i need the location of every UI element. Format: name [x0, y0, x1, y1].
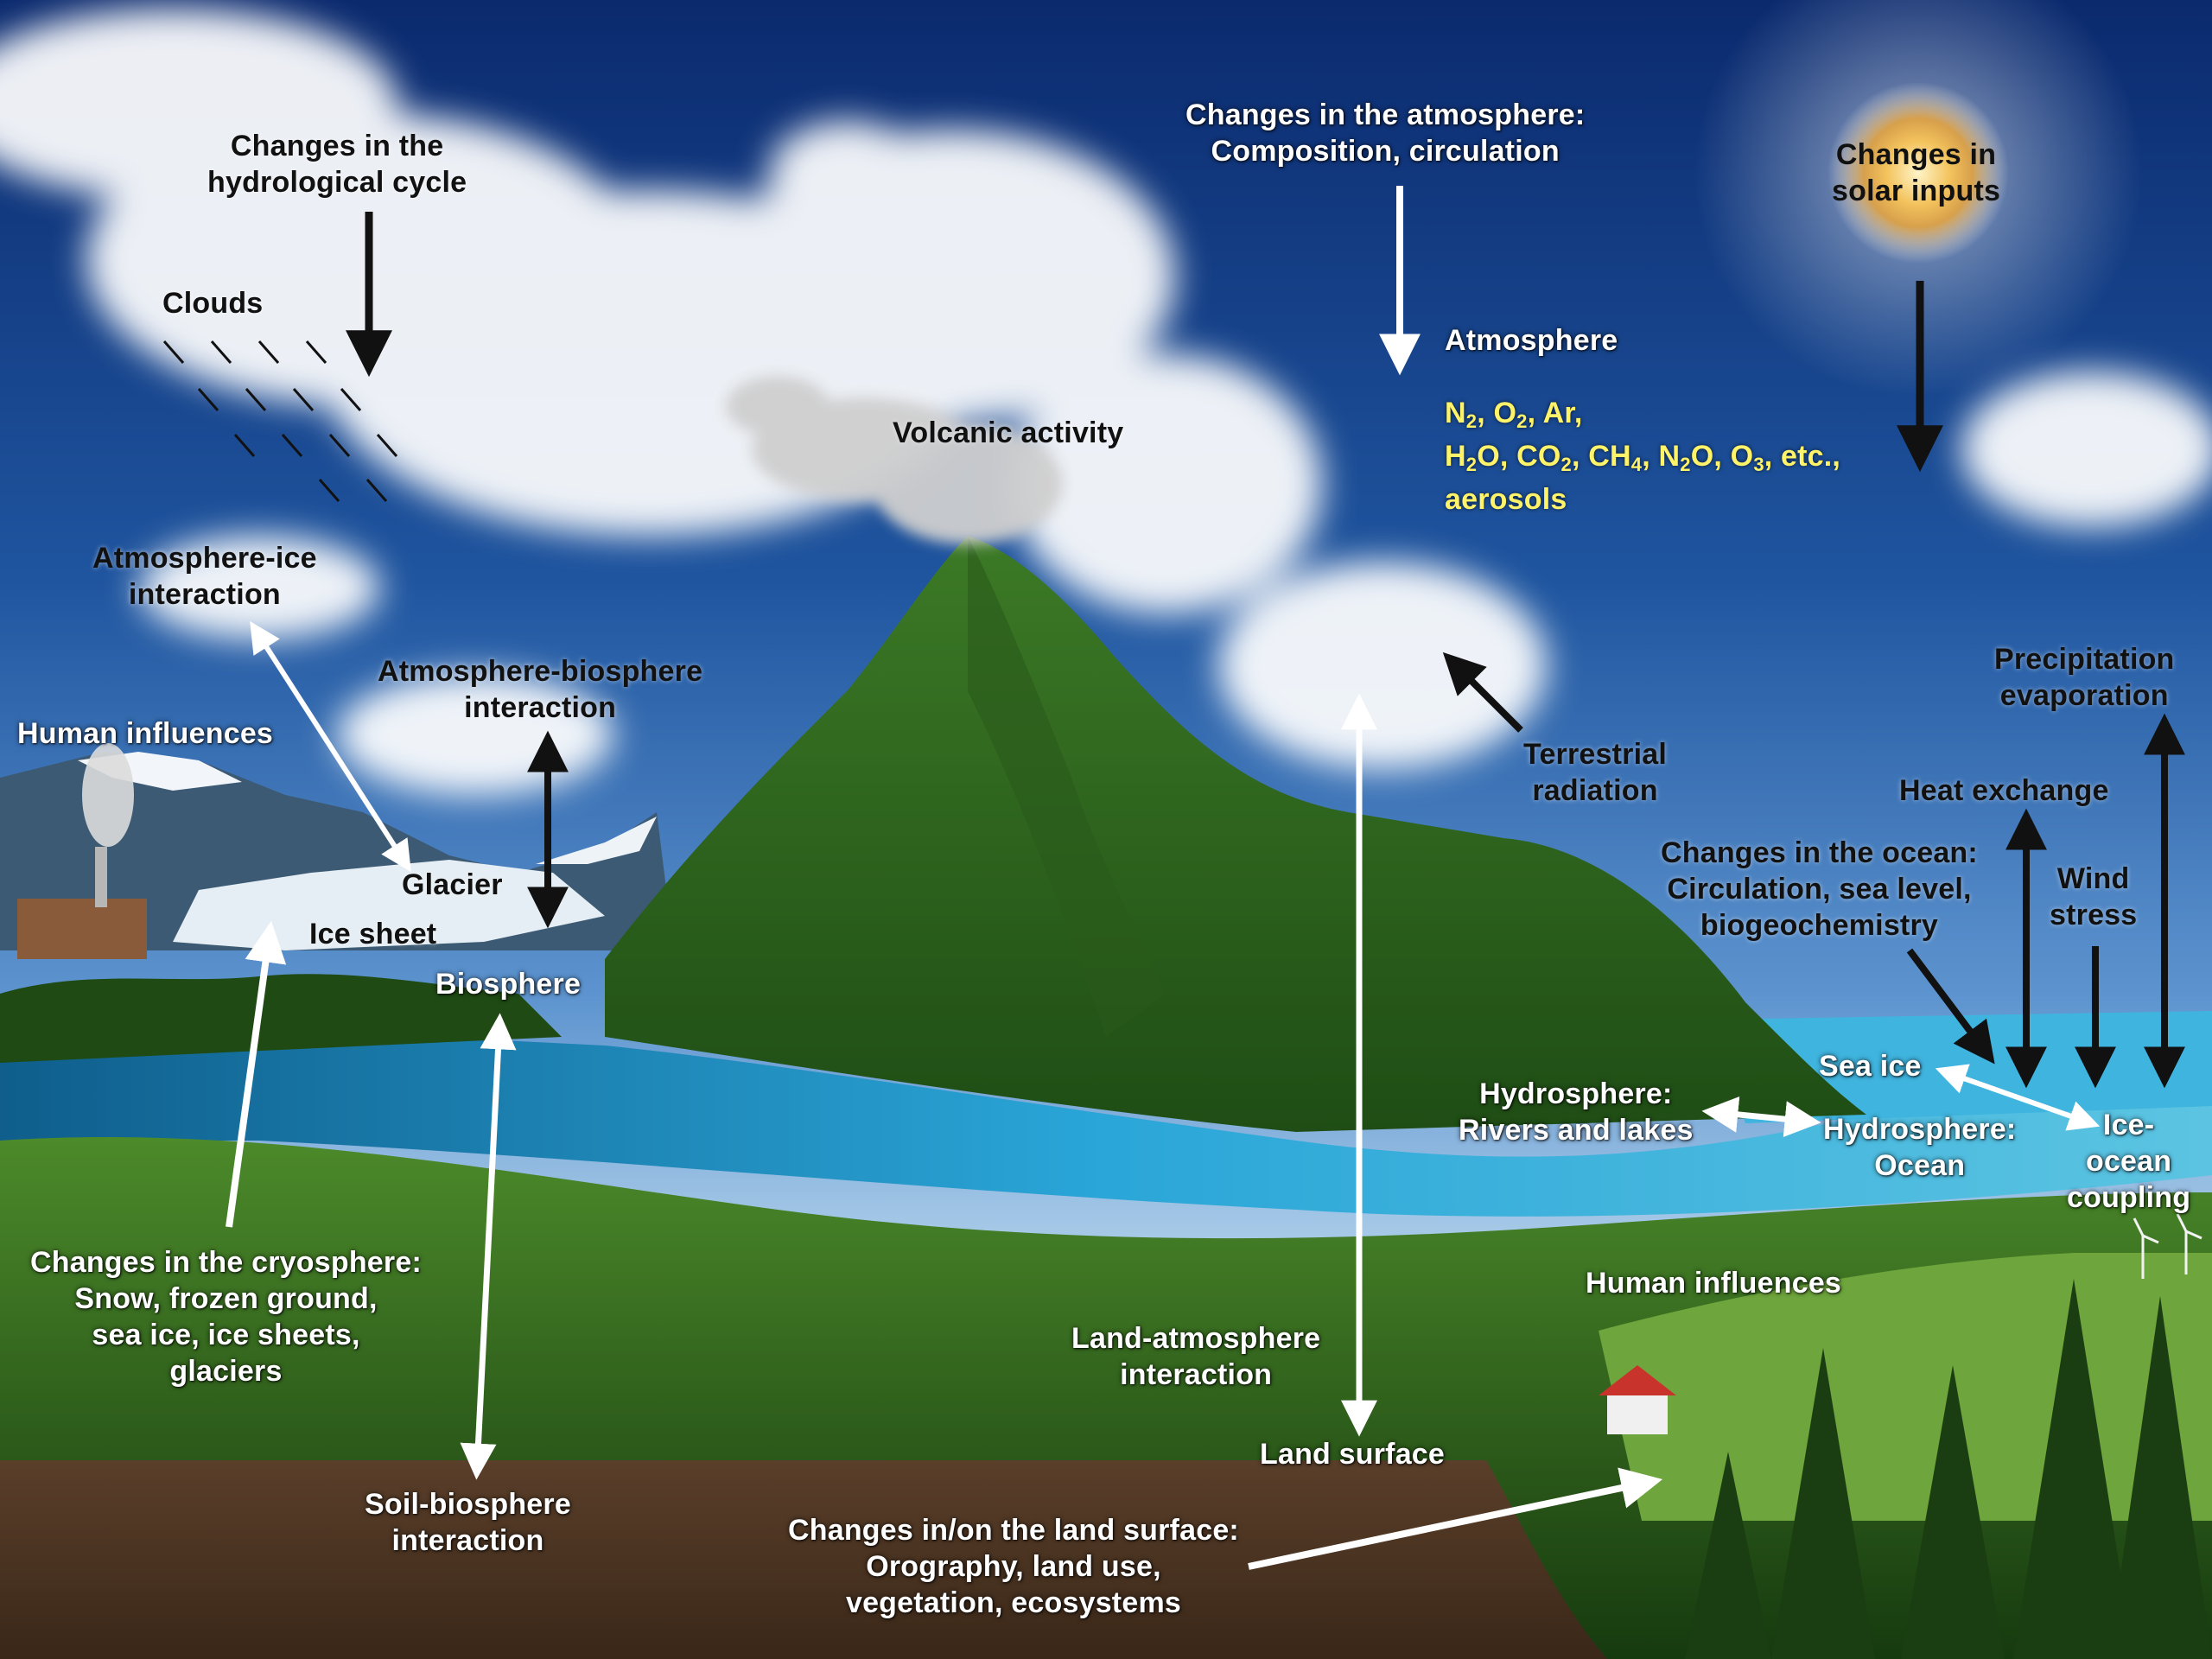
rivers-ocean-arrow	[1701, 1096, 1821, 1138]
factory-icon	[17, 743, 147, 959]
ocean-changes-label: Changes in the ocean:Circulation, sea le…	[1661, 836, 1978, 942]
land-surface-label: Land surface	[1260, 1438, 1446, 1471]
composition-line-3: aerosols	[1445, 483, 1567, 516]
sea-ice-label: Sea ice	[1819, 1050, 1922, 1083]
glacier-label: Glacier	[402, 868, 503, 901]
ice-ocean-arrow	[1935, 1064, 2101, 1131]
hydrosphere-ocean-label: Hydrosphere:Ocean	[1823, 1113, 2017, 1182]
wind-turbine-icon	[2133, 1213, 2202, 1279]
atmosphere-label: Atmosphere	[1445, 324, 1618, 357]
human-influences-left-label: Human influences	[17, 717, 274, 750]
terrestrial-arrow	[1442, 652, 1523, 733]
land-surface-changes-label: Changes in/on the land surface:Orography…	[788, 1514, 1239, 1619]
atmosphere-changes-label: Changes in the atmosphere:Composition, c…	[1185, 99, 1586, 168]
cryosphere-arrow	[226, 920, 287, 1228]
clouds-label: Clouds	[162, 287, 264, 320]
rain-marks	[162, 340, 398, 502]
composition-line-2: H2O, CO2, CH4, N2O, O3, etc.,	[1445, 440, 1841, 475]
cryosphere-changes-label: Changes in the cryosphere:Snow, frozen g…	[30, 1246, 422, 1388]
biosphere-label: Biosphere	[435, 968, 582, 1001]
land-changes-arrow	[1248, 1467, 1663, 1570]
ice-sheet-label: Ice sheet	[309, 918, 437, 950]
house-icon	[1599, 1365, 1676, 1434]
volcanic-activity-label: Volcanic activity	[893, 416, 1124, 449]
human-influences-right-label: Human influences	[1586, 1267, 1842, 1300]
rivers-lakes-label: Hydrosphere:Rivers and lakes	[1459, 1077, 1694, 1147]
atmosphere-composition: N2, O2, Ar, H2O, CO2, CH4, N2O, O3, etc.…	[1445, 391, 1840, 521]
heat-exchange-label: Heat exchange	[1899, 774, 2109, 807]
composition-line-1: N2, O2, Ar,	[1445, 397, 1583, 432]
atmo-ice-arrow	[250, 620, 411, 873]
ocean-changes-arrow	[1906, 948, 1995, 1065]
soil-bio-arrow	[460, 1013, 517, 1480]
